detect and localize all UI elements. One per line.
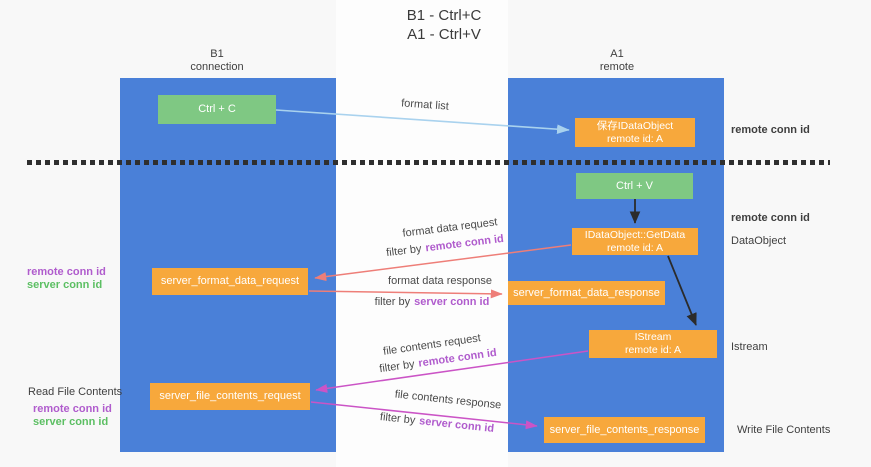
right-label-dataobject: DataObject xyxy=(731,235,787,247)
title-line-1: B1 - Ctrl+C xyxy=(406,7,482,24)
filter-by-text: filter by xyxy=(374,296,411,308)
node-istream: IStream remote id: A xyxy=(589,330,717,358)
left-label-conn-ids-format: remote conn id server conn id xyxy=(27,266,106,292)
node-ctrl-c: Ctrl + C xyxy=(158,95,276,124)
lane-a1-name: A1 xyxy=(610,48,624,60)
left-server-conn-id: server conn id xyxy=(33,416,109,428)
left-remote-conn-id: remote conn id xyxy=(27,266,106,278)
node-save-dataobject-line1: 保存IDataObject xyxy=(596,119,674,132)
node-file-request-label: server_file_contents_request xyxy=(159,390,301,402)
node-file-response-label: server_file_contents_response xyxy=(549,423,700,436)
node-format-response-label: server_format_data_response xyxy=(513,286,660,299)
node-server-file-contents-response: server_file_contents_response xyxy=(544,417,705,443)
node-save-dataobject: 保存IDataObject remote id: A xyxy=(575,118,695,147)
node-format-request-label: server_format_data_request xyxy=(160,275,300,287)
node-save-dataobject-line2: remote id: A xyxy=(606,132,664,145)
edge-label-format-data-response: format data response xyxy=(388,275,492,287)
lane-header-a1: A1 remote xyxy=(557,48,677,74)
node-ctrl-v-label: Ctrl + V xyxy=(616,179,653,192)
title-line-2: A1 - Ctrl+V xyxy=(407,26,481,43)
lane-b1-role: connection xyxy=(190,61,244,73)
lane-a1-role: remote xyxy=(599,61,635,73)
left-server-conn-id: server conn id xyxy=(27,279,103,291)
server-conn-id-text: server conn id xyxy=(414,296,490,308)
node-ctrl-c-label: Ctrl + C xyxy=(198,103,236,115)
node-ctrl-v: Ctrl + V xyxy=(576,173,693,199)
lane-header-b1: B1 connection xyxy=(157,48,277,74)
right-label-remote-conn-id-2: remote conn id xyxy=(731,212,810,224)
node-getdata-line1: IDataObject::GetData xyxy=(584,228,686,241)
left-label-read-file-contents: Read File Contents xyxy=(28,386,123,398)
right-label-istream: Istream xyxy=(731,341,768,353)
lane-b1-name: B1 xyxy=(210,48,224,60)
right-label-write-file-contents: Write File Contents xyxy=(737,424,831,436)
node-istream-line2: remote id: A xyxy=(624,344,682,356)
node-server-format-data-response: server_format_data_response xyxy=(508,281,665,305)
node-server-file-contents-request: server_file_contents_request xyxy=(150,383,310,410)
node-istream-line1: IStream xyxy=(634,331,672,343)
right-label-remote-conn-id-1: remote conn id xyxy=(731,124,810,136)
node-server-format-data-request: server_format_data_request xyxy=(152,268,308,295)
left-remote-conn-id: remote conn id xyxy=(33,403,112,415)
node-getdata-line2: remote id: A xyxy=(606,241,664,254)
diagram-title: B1 - Ctrl+C A1 - Ctrl+V xyxy=(344,6,544,44)
session-divider-line xyxy=(27,160,830,165)
node-idataobject-getdata: IDataObject::GetData remote id: A xyxy=(572,228,698,255)
left-label-conn-ids-file: remote conn id server conn id xyxy=(33,403,112,429)
